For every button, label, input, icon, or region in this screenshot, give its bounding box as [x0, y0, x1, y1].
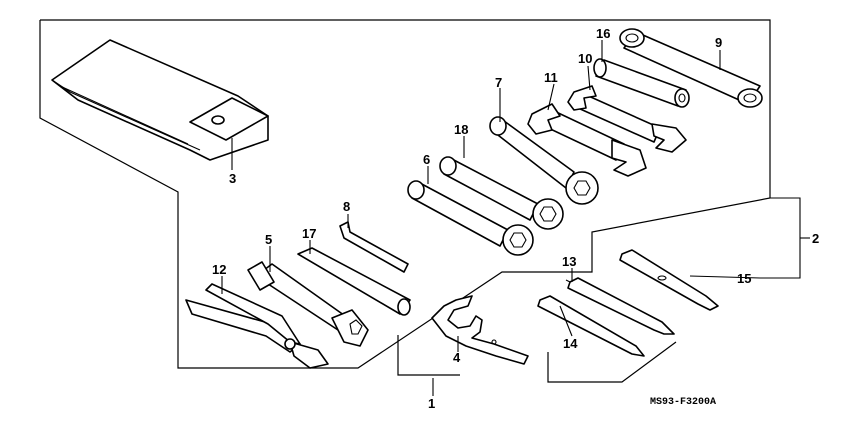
callout-18: 18 — [454, 122, 468, 137]
pin-spanner — [431, 295, 529, 365]
ring-wrench — [619, 28, 763, 108]
callout-14: 14 — [563, 336, 578, 351]
open-end-wrench-small — [567, 85, 687, 153]
callout-3: 3 — [229, 171, 236, 186]
callout-9: 9 — [715, 35, 722, 50]
callout-2: 2 — [812, 231, 819, 246]
callout-7: 7 — [495, 75, 502, 90]
callout-11: 11 — [544, 70, 558, 85]
leader-lines — [221, 40, 810, 396]
callout-10: 10 — [578, 51, 592, 66]
box-wrench — [489, 116, 599, 205]
callout-1: 1 — [428, 396, 435, 411]
callout-13: 13 — [562, 254, 576, 269]
callout-6: 6 — [423, 152, 430, 167]
screwdriver-13 — [565, 277, 675, 335]
callout-17: 17 — [302, 226, 316, 241]
callout-12: 12 — [212, 262, 226, 277]
hex-key — [339, 221, 409, 273]
tool-kit-frame — [39, 19, 771, 369]
box-wrench-6 — [407, 180, 534, 256]
box-wrench-18 — [439, 156, 564, 230]
pliers — [185, 283, 329, 369]
extension-bar — [593, 58, 690, 108]
diagram-code: MS93-F3200A — [650, 397, 716, 408]
open-end-wrench-large — [527, 103, 647, 177]
screwdriver-group-frame — [547, 341, 677, 383]
screwdriver-14 — [537, 295, 645, 357]
screwdriver-handle — [297, 247, 411, 316]
callout-8: 8 — [343, 199, 350, 214]
callout-4: 4 — [453, 350, 461, 365]
tool-bag — [51, 39, 269, 161]
spark-plug-gauge — [619, 249, 719, 311]
socket-wrench — [247, 261, 369, 347]
callout-15: 15 — [737, 271, 751, 286]
callout-5: 5 — [265, 232, 272, 247]
spanner-group-frame — [397, 335, 460, 376]
callout-16: 16 — [596, 26, 610, 41]
